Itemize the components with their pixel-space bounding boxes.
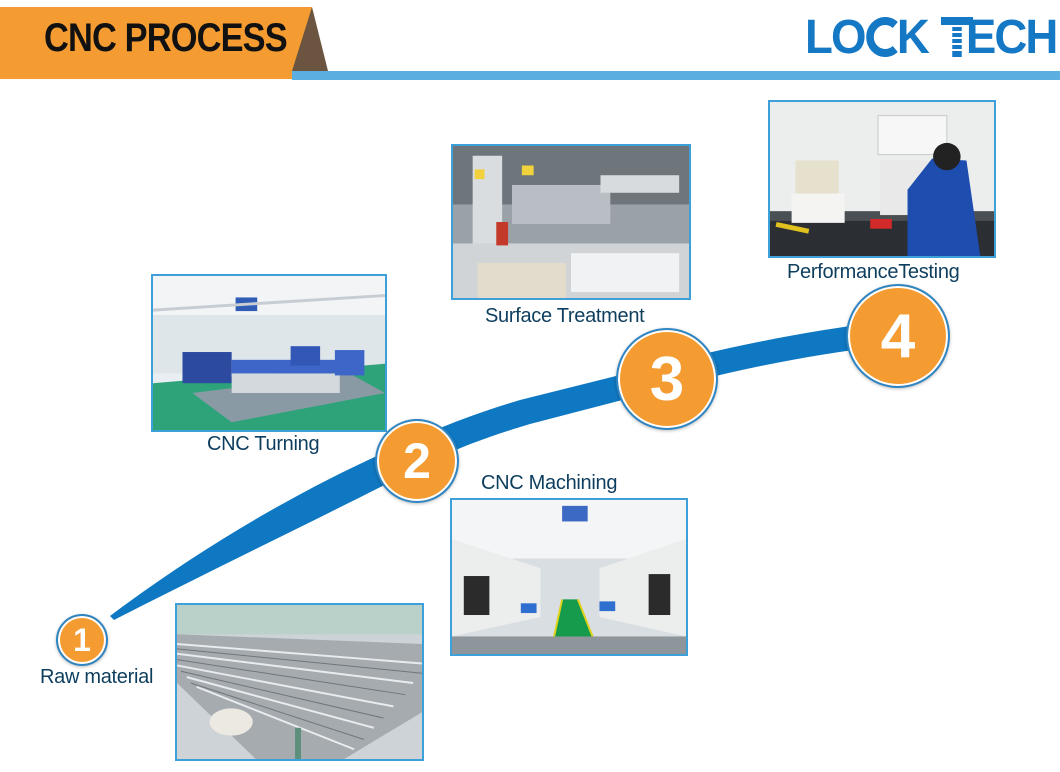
cnc-machining-workshop-photo: [450, 498, 688, 656]
surface-treatment-line-photo: [451, 144, 691, 300]
logo-text-k: K: [896, 10, 930, 64]
cnc-turning-workshop-photo: [151, 274, 387, 432]
step-circle-1: 1: [56, 614, 108, 666]
logo-text-lo: LO: [805, 10, 866, 64]
page-title: CNC PROCESS: [44, 16, 288, 60]
header-notch-decoration: [292, 7, 328, 71]
header-divider: [292, 71, 1060, 80]
logo-c-icon: [865, 17, 898, 57]
raw-material-steel-bars-photo: [175, 603, 424, 761]
step-number-1: 1: [73, 621, 91, 658]
header-banner: [0, 7, 312, 79]
step-label-cnc-machining: CNC Machining: [481, 472, 618, 494]
logo-text-ech: ECH: [965, 10, 1058, 64]
step-label-surface-treatment: Surface Treatment: [485, 305, 645, 327]
step-label-performance-testing: PerformanceTesting: [787, 261, 960, 283]
brand-logo: LO K ECH: [805, 10, 1058, 64]
step-circle-3: 3: [616, 328, 718, 430]
step-label-cnc-turning: CNC Turning: [207, 433, 320, 455]
performance-testing-lab-photo: [768, 100, 996, 258]
step-label-raw-material: Raw material: [40, 666, 154, 688]
step-circle-2: 2: [375, 419, 459, 503]
step-number-3: 3: [649, 344, 685, 414]
step-number-4: 4: [880, 301, 916, 371]
step-circle-4: 4: [846, 284, 950, 388]
logo-screw-t-icon: [941, 17, 974, 57]
step-number-2: 2: [403, 433, 431, 489]
